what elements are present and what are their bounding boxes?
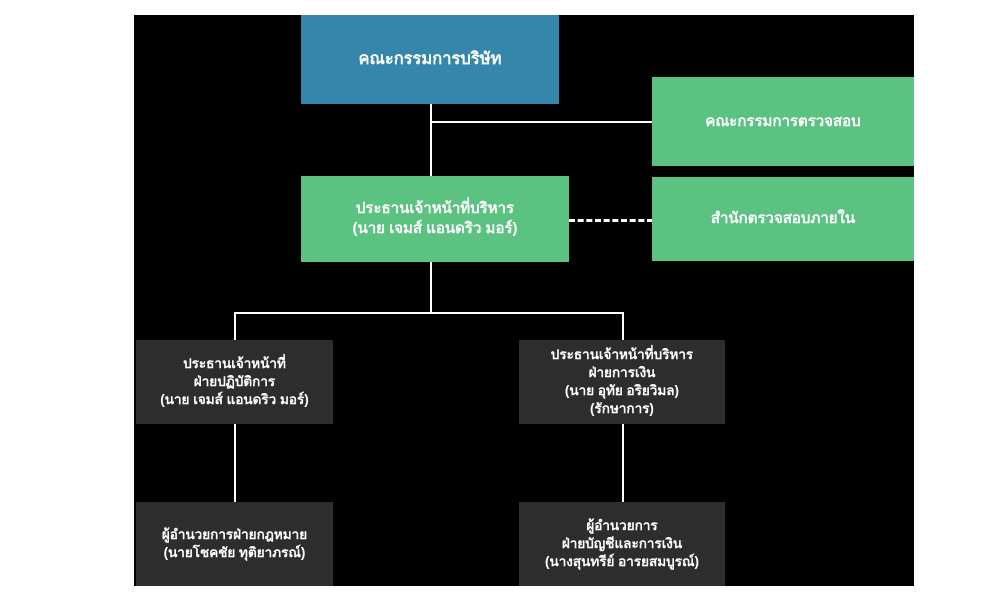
- node-audit-committee-label: คณะกรรมการตรวจสอบ: [705, 112, 861, 130]
- connector-ceo-to-internal-audit-dashed: [569, 219, 653, 222]
- connector-ceo-distribution-bar: [234, 312, 624, 314]
- node-chief-executive-officer[interactable]: ประธานเจ้าหน้าที่บริหาร (นาย เจมส์ แอนดร…: [301, 176, 569, 262]
- node-accounting-finance-director[interactable]: ผู้อำนวยการ ฝ่ายบัญชีและการเงิน (นางสุนท…: [519, 502, 725, 586]
- connector-board-to-ceo: [430, 104, 432, 192]
- node-chief-operating-officer-label: ประธานเจ้าหน้าที่ ฝ่ายปฏิบัติการ (นาย เจ…: [160, 356, 309, 407]
- node-chief-executive-officer-label: ประธานเจ้าหน้าที่บริหาร (นาย เจมส์ แอนดร…: [352, 200, 518, 237]
- connector-coo-to-legal-director: [234, 424, 236, 502]
- node-legal-director[interactable]: ผู้อำนวยการฝ่ายกฎหมาย (นายโชคชัย ทุติยาภ…: [136, 502, 333, 586]
- connector-ceo-trunk: [430, 262, 432, 314]
- node-audit-committee[interactable]: คณะกรรมการตรวจสอบ: [652, 77, 914, 166]
- node-internal-audit-office-label: สำนักตรวจสอบภายใน: [710, 210, 856, 228]
- node-board-of-directors-label: คณะกรรมการบริษัท: [358, 49, 502, 68]
- connector-bar-to-cfo: [622, 312, 624, 340]
- node-accounting-finance-director-label: ผู้อำนวยการ ฝ่ายบัญชีและการเงิน (นางสุนท…: [544, 518, 699, 569]
- connector-cfo-to-accounting-director: [622, 424, 624, 502]
- org-chart-canvas: คณะกรรมการบริษัท คณะกรรมการตรวจสอบ ประธา…: [134, 15, 914, 586]
- node-chief-financial-officer[interactable]: ประธานเจ้าหน้าที่บริหาร ฝ่ายการเงิน (นาย…: [519, 340, 725, 424]
- node-board-of-directors[interactable]: คณะกรรมการบริษัท: [301, 15, 559, 104]
- node-chief-financial-officer-label: ประธานเจ้าหน้าที่บริหาร ฝ่ายการเงิน (นาย…: [550, 347, 694, 416]
- connector-board-to-audit-committee: [430, 121, 652, 123]
- node-internal-audit-office[interactable]: สำนักตรวจสอบภายใน: [652, 177, 914, 261]
- connector-bar-to-coo: [234, 312, 236, 340]
- node-legal-director-label: ผู้อำนวยการฝ่ายกฎหมาย (นายโชคชัย ทุติยาภ…: [161, 527, 308, 560]
- node-chief-operating-officer[interactable]: ประธานเจ้าหน้าที่ ฝ่ายปฏิบัติการ (นาย เจ…: [136, 340, 333, 424]
